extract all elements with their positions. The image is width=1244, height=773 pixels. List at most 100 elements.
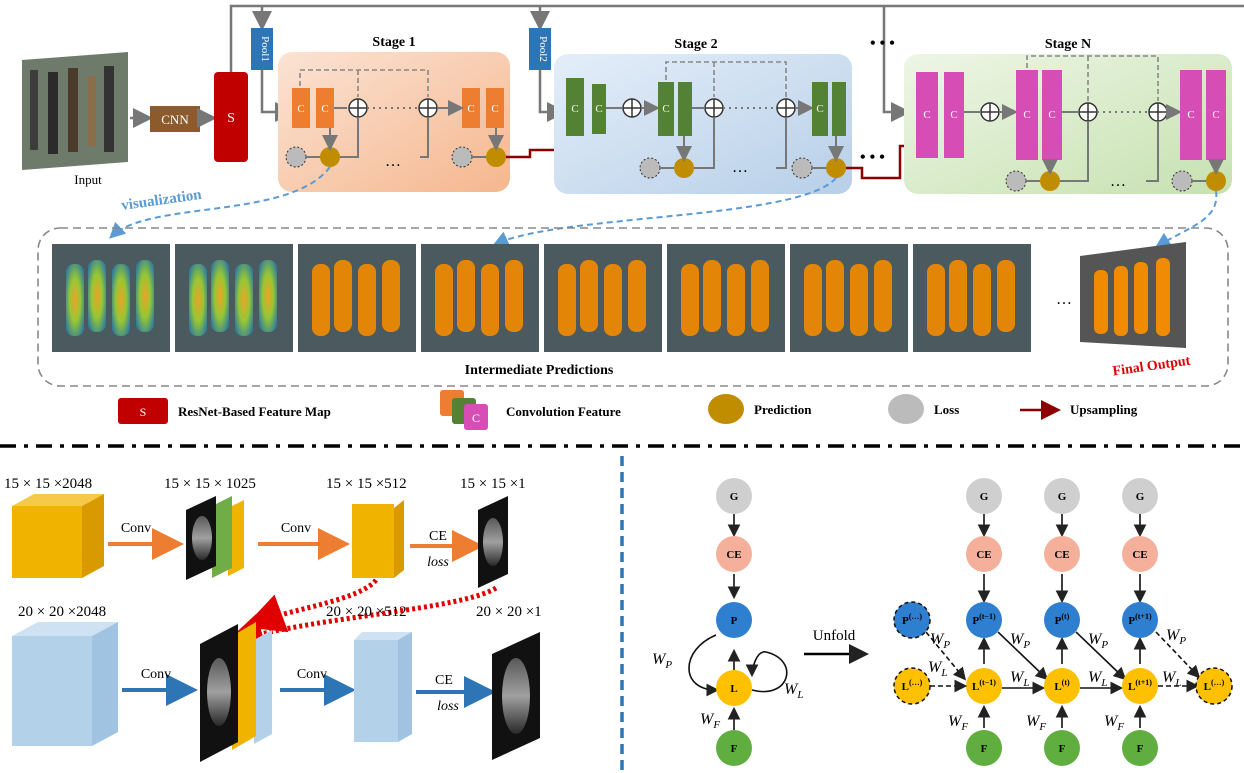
legend-prediction: Prediction <box>754 402 812 417</box>
connector <box>420 117 429 158</box>
prediction-thumbnail <box>790 244 908 352</box>
conv-letter: C <box>1048 109 1055 121</box>
unfold-node-F: F <box>1122 730 1158 766</box>
block-20x20x512 <box>354 632 412 742</box>
unfold-node-CE: CE <box>1122 536 1158 572</box>
pool2-label: Pool2 <box>537 36 549 62</box>
conv-label: Conv <box>141 667 171 682</box>
unfold-node-G: G <box>1122 478 1158 514</box>
loss-node <box>1005 170 1027 192</box>
loss-node <box>791 157 813 179</box>
visualization-label: visualization <box>120 187 203 214</box>
block-20x20x2048 <box>12 622 118 746</box>
graph-edge <box>1075 631 1127 681</box>
legend: S ResNet-Based Feature Map C Convolution… <box>118 390 1138 430</box>
unfold-node-P: P(t+1) <box>1122 602 1158 638</box>
conv-label: Conv <box>121 521 151 536</box>
legend-conv-feature: Convolution Feature <box>506 404 621 419</box>
unfold-node-F: F <box>966 730 1002 766</box>
conv-letter: C <box>662 103 669 115</box>
stage1-conv3 <box>462 88 480 128</box>
plus-icon <box>1079 103 1097 121</box>
stageN-conv5 <box>1180 70 1202 160</box>
pool1-label: Pool1 <box>259 36 271 62</box>
unfold-node-L: L(t−1) <box>966 668 1002 704</box>
unfold-node-CE: CE <box>966 536 1002 572</box>
connector <box>340 117 359 158</box>
prediction-node <box>1040 171 1060 191</box>
dim-15x15x1025: 15 × 15 × 1025 <box>164 476 256 492</box>
node-G: G <box>716 478 752 514</box>
dim-20x20x2048: 20 × 20 ×2048 <box>18 604 106 620</box>
legend-loss-icon <box>888 394 924 424</box>
conv-letter: C <box>950 109 957 121</box>
conv-label: Conv <box>281 521 311 536</box>
stack-20x20 <box>200 622 272 762</box>
unfold-node-G-label: G <box>980 491 989 503</box>
stage2-conv4 <box>678 82 692 136</box>
loss-node <box>1171 170 1193 192</box>
node-P-label: P <box>731 615 738 627</box>
unfold-node-CE-label: CE <box>976 549 991 561</box>
dim-20x20x1: 20 × 20 ×1 <box>476 604 542 620</box>
stage1-conv4 <box>486 88 504 128</box>
intermediate-thumbnails <box>52 244 1031 352</box>
weight-label: WP <box>1088 631 1108 651</box>
conv-letter: C <box>491 103 498 115</box>
dim-15x15x2048: 15 × 15 ×2048 <box>4 476 92 492</box>
plus-icon <box>705 99 723 117</box>
final-output-image <box>1080 242 1186 348</box>
stageN-conv6 <box>1206 70 1226 160</box>
dim-15x15x1: 15 × 15 ×1 <box>460 476 526 492</box>
unfold-node-L: L(t+1) <box>1122 668 1158 704</box>
dim-20x20x512: 20 × 20 ×512 <box>326 604 407 620</box>
dashed-node-L-right: L(…) <box>1195 667 1233 705</box>
conv-label: Conv <box>297 667 327 682</box>
intermediate-panel <box>37 227 1229 387</box>
weight-label: WL <box>928 659 947 679</box>
s-label: S <box>227 111 235 126</box>
weight-label: WL <box>1162 669 1181 689</box>
stage2-conv3 <box>658 82 674 136</box>
weight-label: WL <box>1010 669 1029 689</box>
weight-label: WL <box>784 681 803 701</box>
plus-icon <box>623 99 641 117</box>
node-F: F <box>716 730 752 766</box>
plus-icon <box>349 99 367 117</box>
graph-edge <box>1155 631 1201 679</box>
legend-prediction-icon <box>708 394 744 424</box>
prediction-thumbnail <box>52 244 170 352</box>
conv-letter: C <box>595 103 602 115</box>
conv-letter: C <box>923 109 930 121</box>
ellipsis: … <box>385 153 401 170</box>
graphical-model: GCEPLFWPWLWFWPWLGCEP(t−1)L(t−1)FWFWPWLGC… <box>652 478 1233 766</box>
final-output-label: Final Output <box>1112 354 1192 380</box>
conv-letter: C <box>297 103 304 115</box>
graph-edge <box>745 651 788 693</box>
graph-edge <box>997 631 1049 681</box>
conv-letter: C <box>467 103 474 115</box>
pool1-box <box>251 28 273 70</box>
prediction-thumbnail <box>298 244 416 352</box>
stage2-conv1 <box>566 78 584 136</box>
input-image <box>22 52 128 170</box>
node-L-label: L <box>730 683 737 695</box>
block-15x15x512 <box>352 500 404 578</box>
prediction-node <box>674 158 694 178</box>
unfold-node-P: P(t−1) <box>966 602 1002 638</box>
conv-letter: C <box>571 103 578 115</box>
output-map-15x15x1 <box>478 496 508 588</box>
ce-label: CE <box>429 529 447 544</box>
unfold-node-L: L(t) <box>1044 668 1080 704</box>
prediction-node <box>320 147 340 167</box>
legend-feature-map: ResNet-Based Feature Map <box>178 404 331 419</box>
conv-letter: C <box>1212 109 1219 121</box>
bus-to-stageN <box>882 6 911 122</box>
node-L: L <box>716 670 752 706</box>
connector <box>1146 121 1159 182</box>
unfold-node-G: G <box>966 478 1002 514</box>
legend-conv-letter: C <box>472 411 480 425</box>
prediction-thumbnail <box>667 244 785 352</box>
unfold-node-CE-label: CE <box>1132 549 1147 561</box>
node-CE: CE <box>716 536 752 572</box>
